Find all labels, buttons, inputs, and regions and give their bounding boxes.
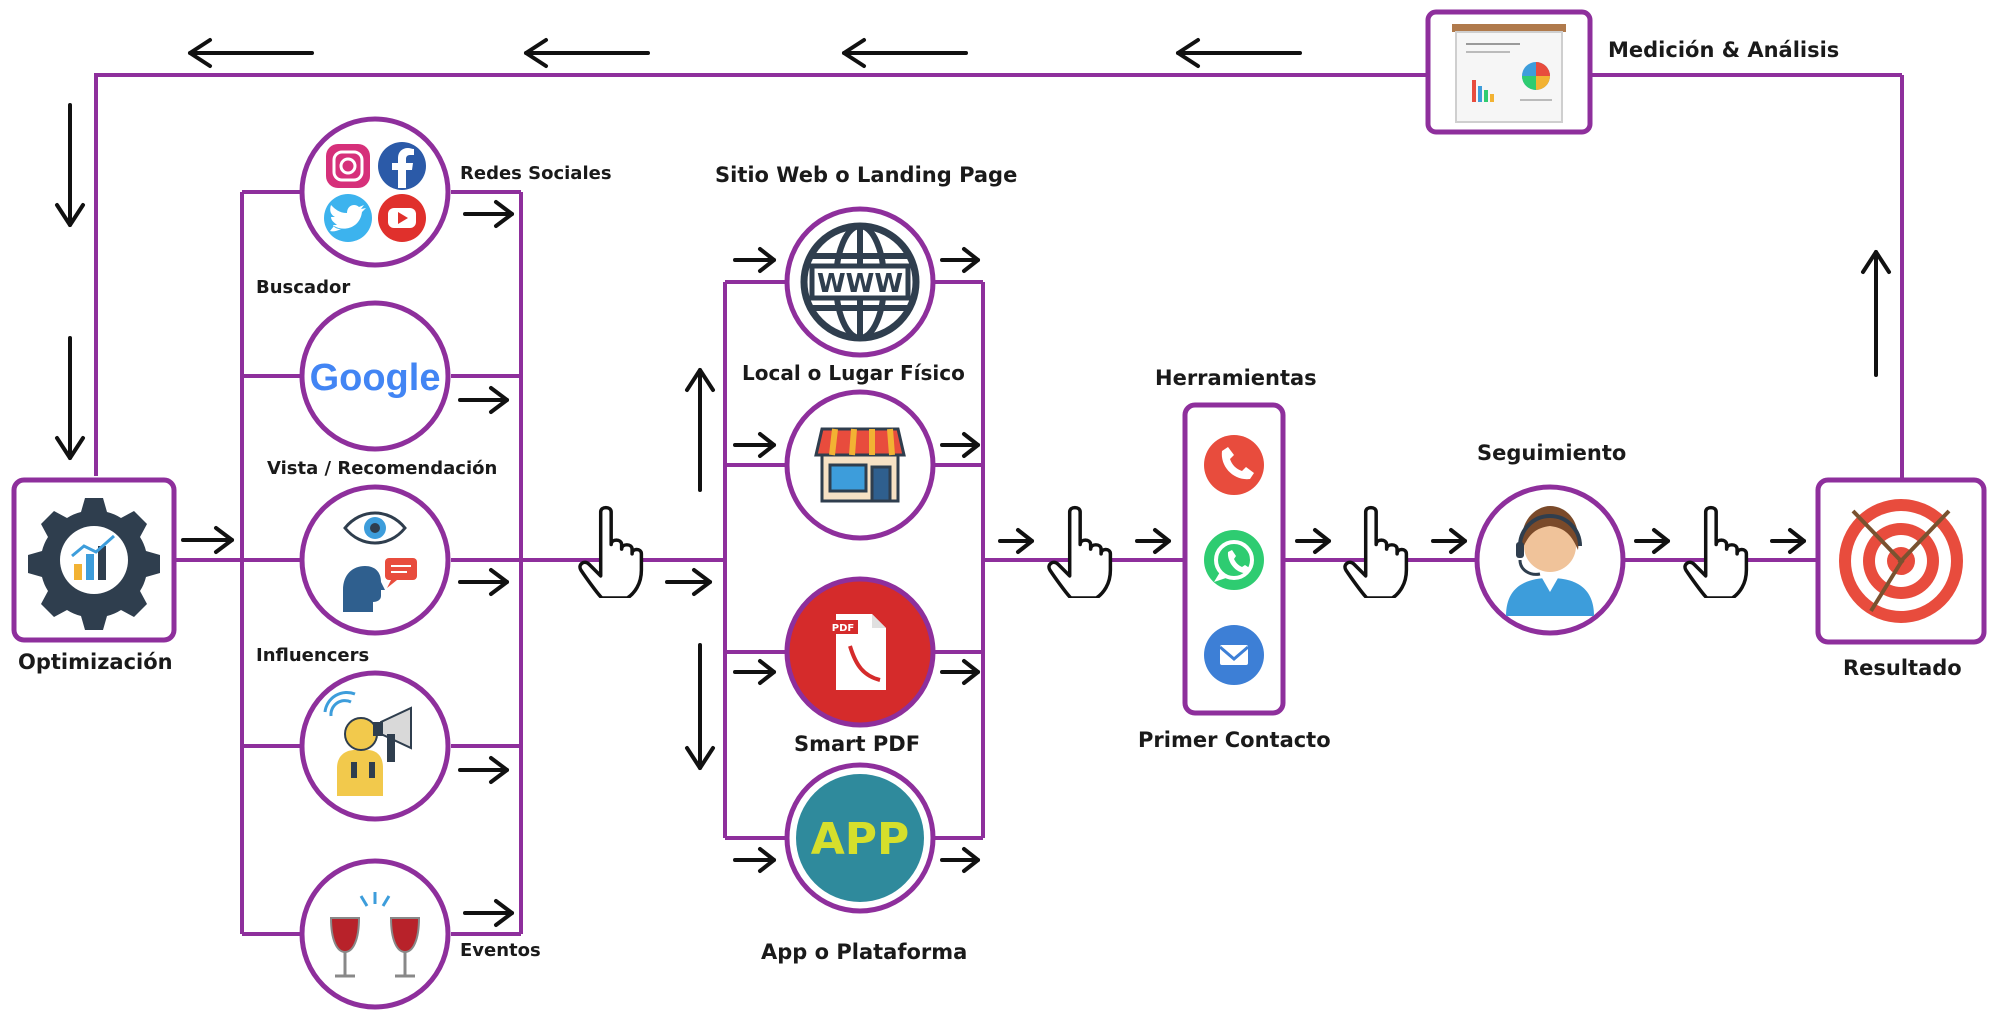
wine-glasses-icon (329, 892, 421, 978)
result-node (1815, 477, 1987, 645)
storefront-icon (814, 427, 906, 503)
flow-arrows (55, 38, 1891, 927)
facebook-icon (378, 142, 426, 190)
gear-icon (28, 498, 160, 630)
arrow-down (55, 103, 85, 227)
search-engine-node: Google (299, 300, 451, 452)
arrow-right (733, 847, 776, 873)
events-node (299, 858, 451, 1010)
phone-icon (1204, 435, 1264, 495)
store-node (784, 389, 936, 541)
channel-label-events: Eventos (460, 940, 541, 961)
destination-label-app: App o Plataforma (761, 940, 968, 964)
arrow-down (55, 336, 85, 460)
arrow-right (458, 386, 509, 414)
arrow-right (665, 568, 712, 596)
arrow-right (998, 528, 1034, 554)
hand-pointer-icon (578, 505, 644, 598)
arrow-right (458, 756, 509, 784)
arrow-right (940, 847, 980, 873)
eye-icon (343, 511, 407, 545)
speech-bubble-icon (385, 558, 417, 588)
website-node: WWW (784, 206, 936, 358)
pdf-label: PDF (832, 623, 854, 634)
arrow-right (463, 200, 514, 228)
first-contact-label: Primer Contacto (1138, 728, 1331, 752)
arrow-right (181, 526, 234, 554)
arrow-right (940, 432, 980, 458)
email-icon (1204, 625, 1264, 685)
report-chart-icon (1452, 24, 1566, 123)
arrow-right (1135, 528, 1171, 554)
connector-lines (94, 73, 1904, 936)
arrow-left (842, 38, 968, 68)
arrow-up (1861, 250, 1891, 377)
google-logo-text: Google (310, 357, 441, 399)
optimization-node (11, 477, 177, 643)
arrow-right (733, 247, 776, 273)
arrow-left (188, 38, 314, 68)
app-label: APP (811, 814, 910, 865)
destination-label-pdf: Smart PDF (794, 732, 921, 756)
channel-label-influencers: Influencers (256, 645, 370, 666)
measurement-node (1425, 9, 1593, 135)
arrow-right (1431, 528, 1467, 554)
tools-label: Herramientas (1155, 366, 1317, 390)
arrow-left (524, 38, 650, 68)
arrow-right (940, 659, 980, 685)
arrow-left (1176, 38, 1302, 68)
arrow-up (685, 368, 715, 492)
megaphone-influencer-icon (323, 690, 412, 796)
influencers-node (299, 670, 451, 822)
channel-label-social: Redes Sociales (460, 163, 612, 184)
follow-up-node (1474, 484, 1626, 636)
destination-label-website: Sitio Web o Landing Page (715, 163, 1018, 187)
pdf-document-icon: PDF (828, 614, 886, 690)
channel-label-recommendation: Vista / Recomendación (267, 458, 498, 479)
arrow-right (940, 247, 980, 273)
follow-up-label: Seguimiento (1477, 441, 1627, 465)
www-globe-icon: WWW (800, 222, 920, 342)
arrow-right (458, 568, 509, 596)
youtube-icon (378, 194, 426, 242)
channel-label-search: Buscador (256, 277, 351, 298)
result-label: Resultado (1843, 656, 1962, 680)
target-icon (1839, 499, 1963, 623)
twitter-icon (324, 194, 372, 242)
arrow-right (1295, 528, 1331, 554)
pdf-node: PDF (784, 576, 936, 728)
arrow-right (1634, 528, 1670, 554)
app-icon (796, 774, 924, 902)
optimization-label: Optimización (18, 650, 173, 674)
app-node: APP (784, 762, 936, 914)
destination-label-store: Local o Lugar Físico (742, 361, 965, 385)
feedback-loop-line (94, 73, 1430, 476)
measurement-label: Medición & Análisis (1608, 38, 1840, 62)
whatsapp-icon (1204, 530, 1264, 590)
www-label: WWW (817, 269, 903, 299)
arrow-right (463, 899, 514, 927)
hand-pointer-icon (1343, 505, 1409, 598)
recommendation-node (299, 484, 451, 636)
speaking-person-icon (343, 566, 385, 612)
arrow-right (1770, 528, 1806, 554)
arrow-right (733, 432, 776, 458)
social-networks-node (299, 116, 451, 268)
customer-support-agent-icon (1506, 506, 1594, 616)
tools-node (1182, 402, 1286, 716)
hand-pointer-icon (1047, 505, 1113, 598)
arrow-right (733, 659, 776, 685)
arrow-down (685, 643, 715, 770)
instagram-icon (326, 144, 370, 188)
hand-pointer-icon (1683, 505, 1749, 598)
